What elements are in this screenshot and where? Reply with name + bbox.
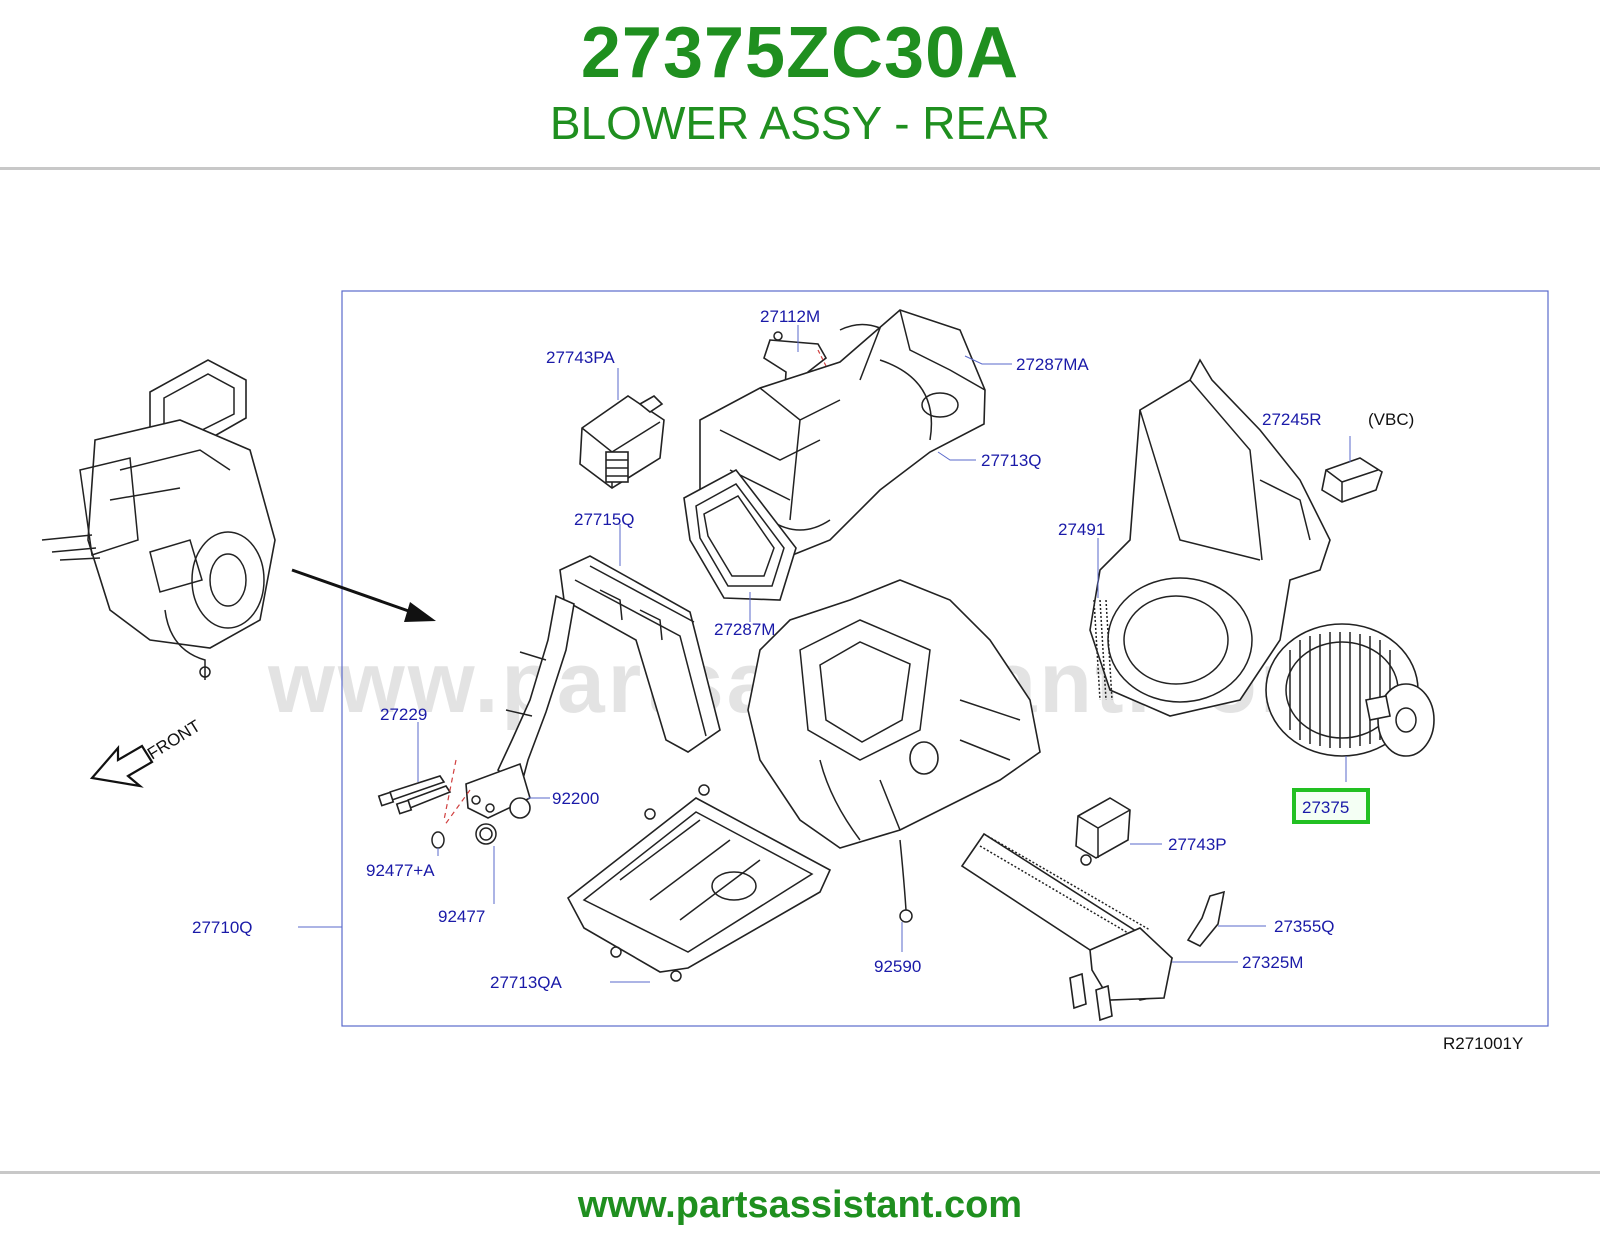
resistor-27245r-drawing [1321,457,1383,503]
callout-92477-a[interactable]: 92477+A [366,861,435,880]
callout-27491[interactable]: 27491 [1058,520,1105,539]
duct-27287ma-drawing [699,309,986,561]
bolts-27229-drawing [377,759,471,827]
variant-note-vbc: (VBC) [1368,410,1414,429]
expansion-valve-92200-drawing [465,762,531,819]
header-divider [0,167,1600,170]
callout-27713qa[interactable]: 27713QA [490,973,562,992]
overview-heater-unit-drawing [41,359,276,680]
o-rings-92477-drawing [431,823,497,849]
part-number-title: 27375ZC30A [580,13,1020,93]
evaporator-27715q-drawing [497,555,721,792]
callout-92200[interactable]: 92200 [552,789,599,808]
part-name-subtitle: BLOWER ASSY - REAR [549,97,1051,149]
callout-27245r[interactable]: 27245R [1262,410,1322,429]
highlight-box-27375 [1292,788,1370,824]
header: 27375ZC30A BLOWER ASSY - REAR [0,0,1600,170]
front-direction-label: FRONT [144,716,204,763]
callout-27713q[interactable]: 27713Q [981,451,1042,470]
heater-core-27325m-drawing [960,832,1173,1022]
diagram-frame [341,290,1549,1027]
duct-outlet-27287m-drawing [683,468,797,601]
callout-92477[interactable]: 92477 [438,907,485,926]
lower-case-27713qa-drawing [566,784,832,982]
callout-27715q[interactable]: 27715Q [574,510,635,529]
actuator-27743p-drawing [1075,797,1131,866]
blower-case-27491-drawing [1089,358,1331,717]
callout-27325m[interactable]: 27325M [1242,953,1303,972]
callout-27112m[interactable]: 27112M [760,307,820,326]
callout-27710q[interactable]: 27710Q [192,918,253,937]
reference-code: R271001Y [1443,1034,1523,1053]
callout-27743p[interactable]: 27743P [1168,835,1227,854]
blower-motor-27375-drawing [1265,623,1435,757]
callout-27287m[interactable]: 27287M [714,620,775,639]
callout-27287ma[interactable]: 27287MA [1016,355,1089,374]
callout-27743pa[interactable]: 27743PA [546,348,615,367]
footer-divider [0,1171,1600,1174]
leader-lines [298,325,1351,983]
callout-27375-highlighted[interactable]: 27375 [1302,798,1349,817]
callout-27229[interactable]: 27229 [380,705,427,724]
heater-case-27713q-drawing [747,579,1041,923]
callout-27355q[interactable]: 27355Q [1274,917,1335,936]
sensor-27355q-drawing [1186,890,1226,948]
actuator-27743pa-drawing [579,395,665,489]
footer-url-link[interactable]: www.partsassistant.com [577,1184,1023,1226]
callout-92590[interactable]: 92590 [874,957,921,976]
front-direction-arrow [89,744,154,788]
assembly-arrow [291,568,436,622]
